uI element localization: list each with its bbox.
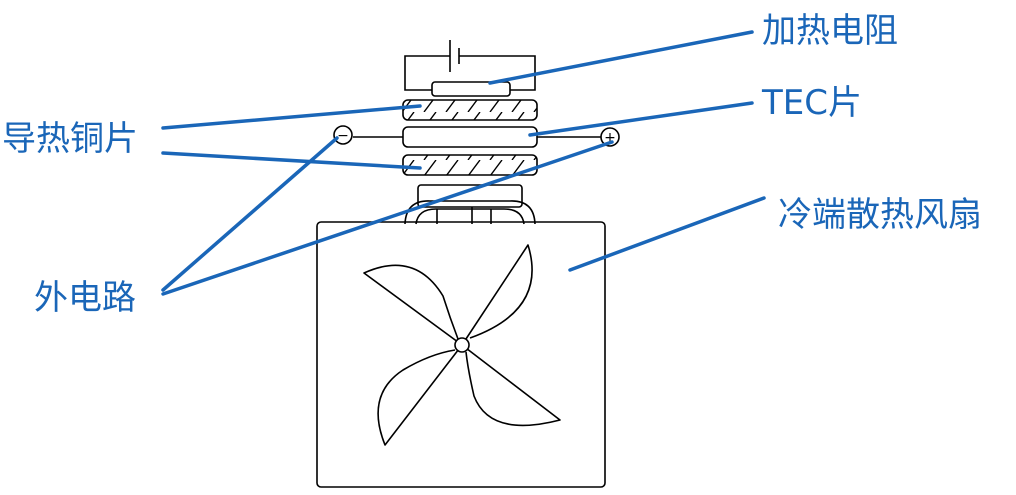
leader-circuit-negative [161,136,339,292]
label-tec: TEC片 [762,83,862,123]
label-copper: 导热铜片 [2,119,138,159]
fan-blade-upper-left [363,264,463,346]
label-heating-resistor: 加热电阻 [762,11,898,51]
negative-terminal-sign: − [337,128,349,144]
battery-wire-left [404,55,450,91]
copper-plate-bottom [402,154,538,176]
fan-housing [316,221,606,488]
tec-chip [402,126,538,148]
fan-hub [454,337,470,353]
positive-terminal-sign: + [604,130,616,146]
positive-terminal [600,127,620,147]
fan-blade-lower-left [377,344,463,446]
fan-blades [363,244,561,446]
fan-blade-lower-right [461,344,561,427]
heating-resistor [431,81,511,97]
leader-copper-bottom [161,151,422,170]
heatsink-mount [404,184,536,225]
copper-plate-top [402,99,538,121]
label-circuit: 外电路 [34,278,136,318]
leader-fan [568,196,766,272]
leader-tec [528,101,754,137]
fan-blade-upper-right [461,244,533,346]
leader-copper-top [161,104,422,130]
leader-heating-resistor [488,30,754,85]
leader-circuit-positive [161,140,614,296]
negative-terminal [333,125,353,145]
leader-lines [161,30,766,296]
label-fan: 冷端散热风扇 [778,195,982,235]
